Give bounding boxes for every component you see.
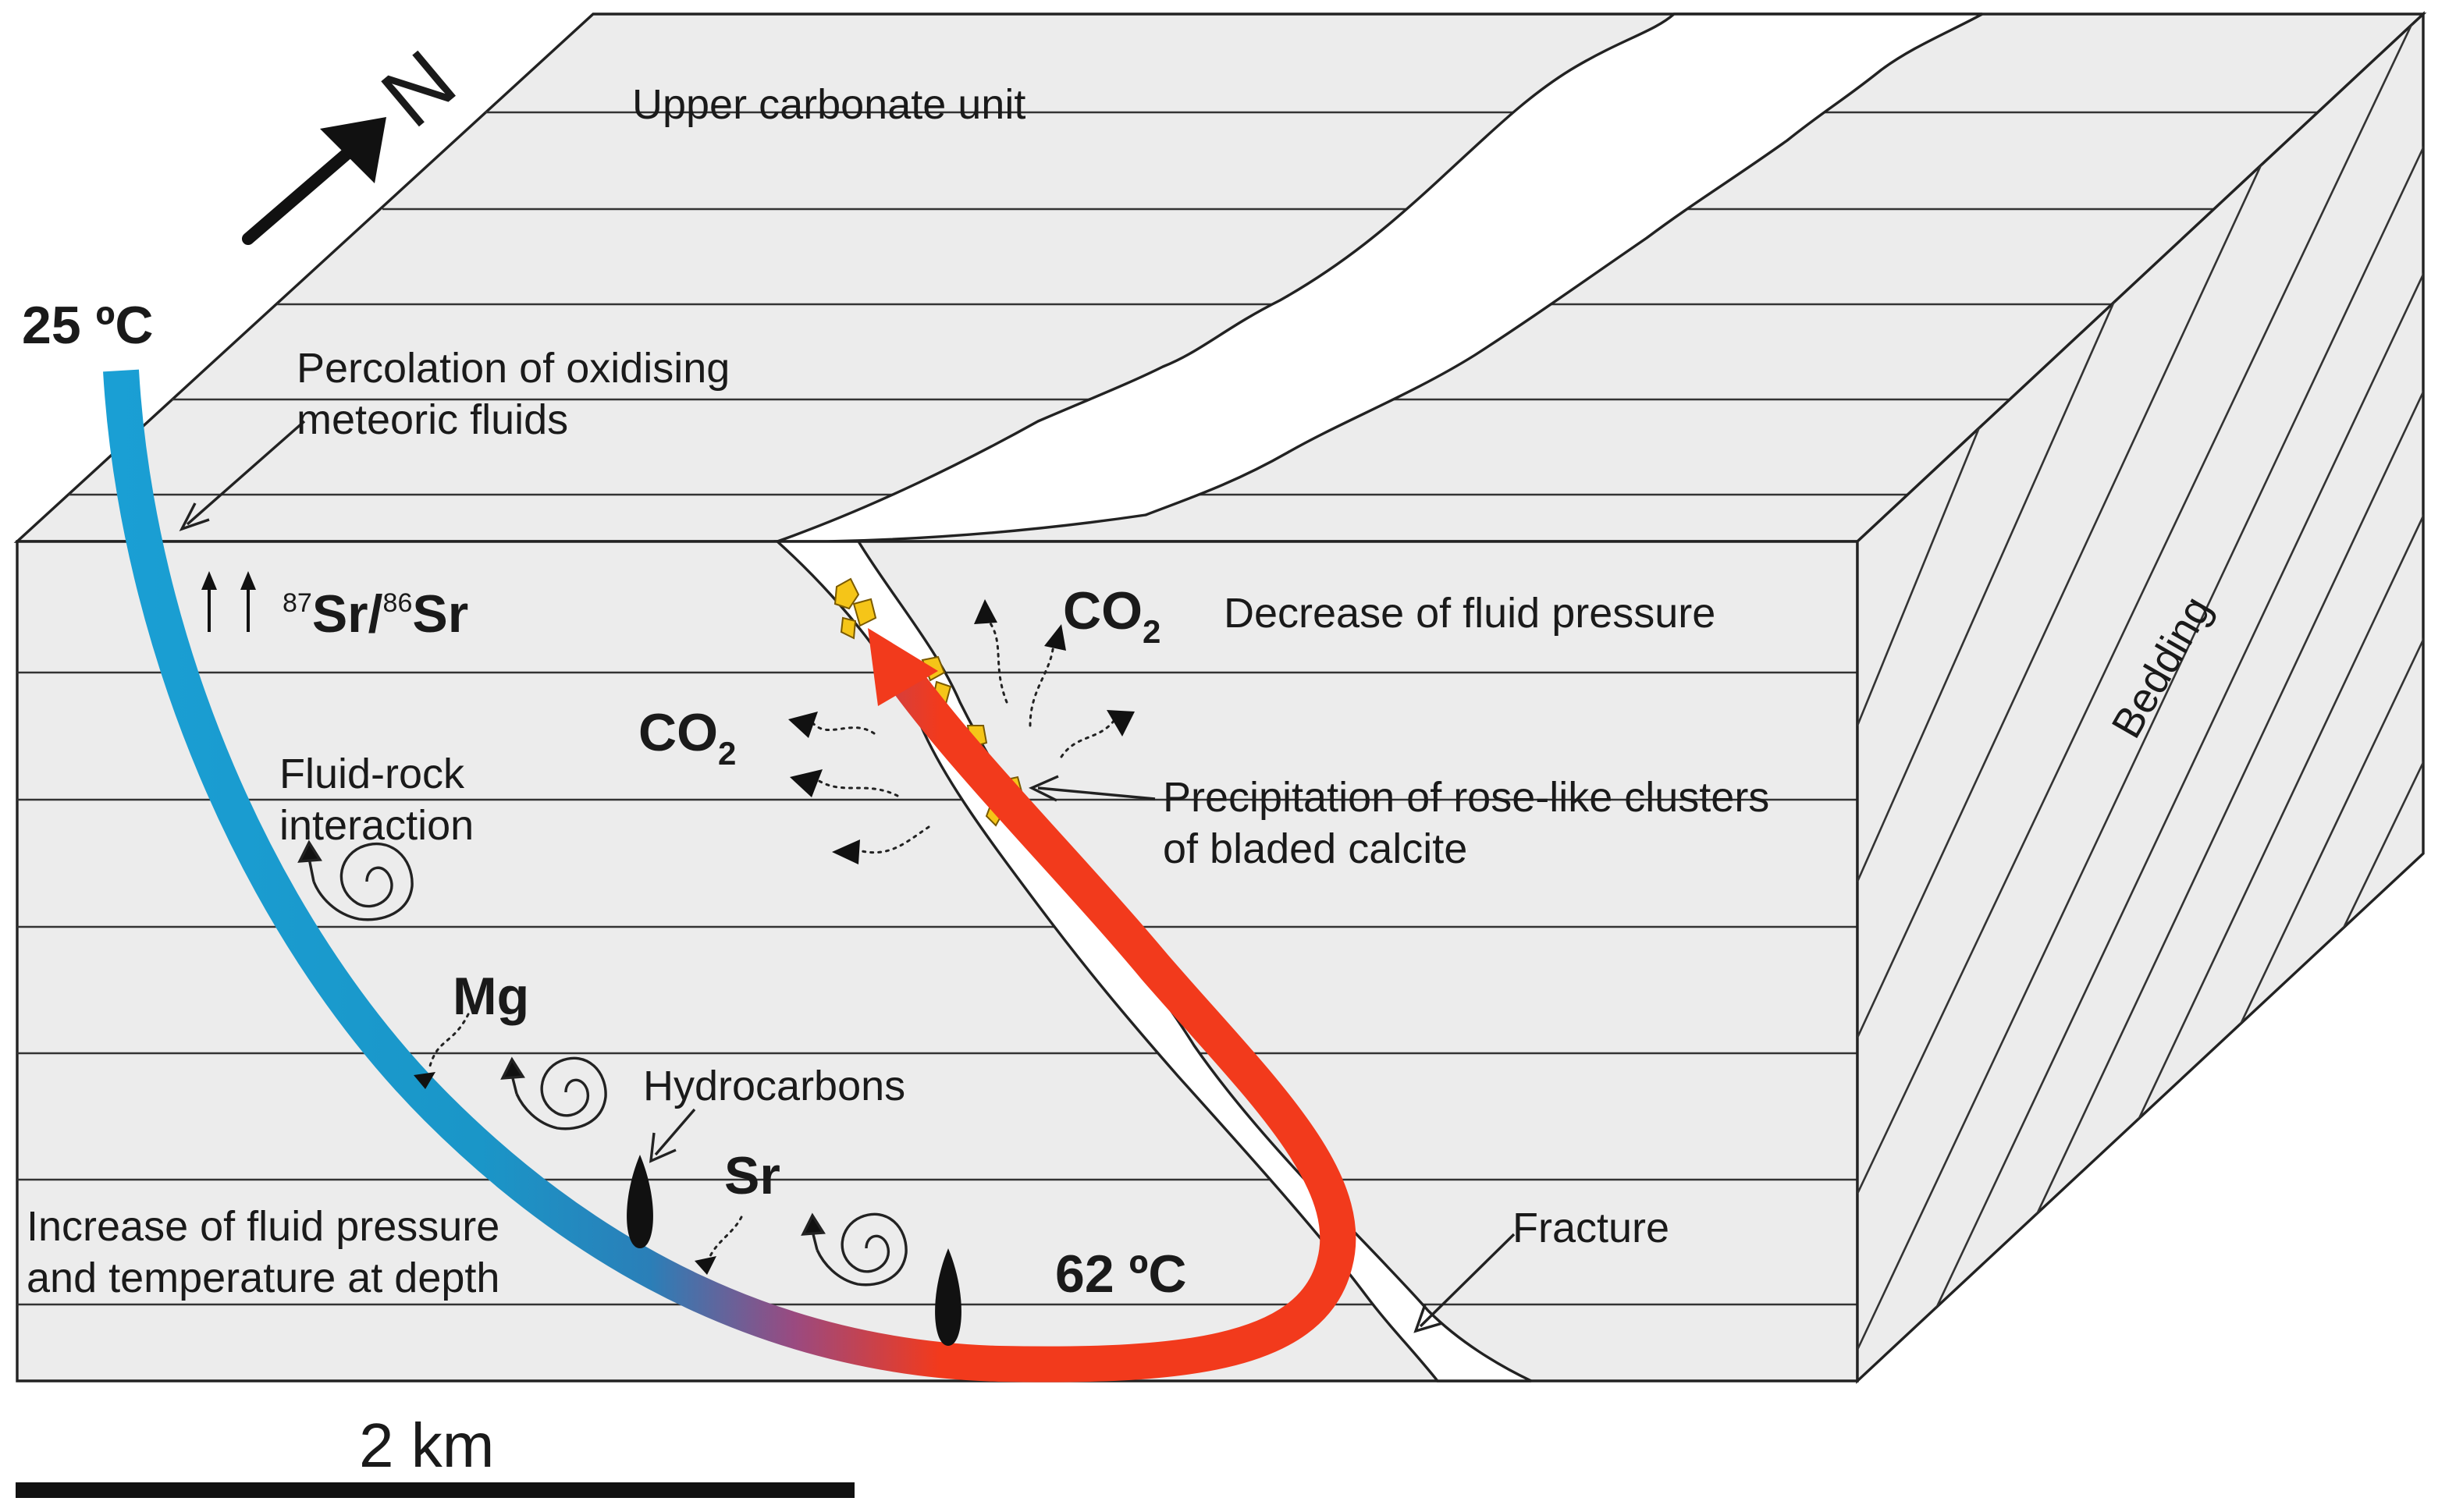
fluid-rock-label-line1: Fluid-rock	[279, 751, 465, 797]
fracture-pointer	[1419, 1233, 1516, 1328]
hydrocarbon-pointer-head	[649, 1132, 677, 1163]
block-side-face	[1856, 11, 2425, 1384]
hydrocarbon-pointer	[654, 1108, 696, 1156]
decrease-pressure-label: Decrease of fluid pressure	[1224, 590, 1715, 637]
fracture-pointer-head	[1413, 1304, 1443, 1333]
front-face-bedding-lines	[17, 671, 1857, 1306]
increase-label-line1: Increase of fluid pressure	[27, 1203, 499, 1250]
percolation-pointer	[186, 420, 306, 526]
sr-isotope-label: 87Sr/86Sr	[283, 584, 468, 644]
fluid-arrowhead	[868, 628, 938, 706]
precipitation-label-line2: of bladed calcite	[1163, 825, 1467, 872]
co2-escape-arrows	[788, 599, 1135, 864]
sr-label: Sr	[724, 1146, 780, 1205]
fracture-label: Fracture	[1512, 1205, 1669, 1251]
sr-increase-arrows	[201, 571, 256, 632]
co2-label-upper: CO2	[1063, 581, 1160, 650]
spiral-icon-1	[297, 839, 414, 921]
co2-label-lower: CO2	[638, 703, 736, 772]
fluid-rock-label-line2: interaction	[279, 802, 474, 849]
percolation-label-line1: Percolation of oxidising	[297, 345, 730, 392]
upper-unit-label: Upper carbonate unit	[632, 81, 1025, 128]
precipitation-pointer-head	[1029, 775, 1059, 802]
surface-temperature-label: 25 ºC	[22, 296, 153, 355]
hydrocarbon-drop-2	[935, 1248, 961, 1346]
mg-label: Mg	[453, 967, 529, 1026]
sr-pointer	[695, 1216, 743, 1275]
block-front-face	[16, 540, 1859, 1382]
fluid-pathway	[103, 369, 1356, 1382]
mg-pointer	[414, 1013, 470, 1089]
percolation-label-line2: meteoric fluids	[297, 396, 568, 443]
scale-bar	[16, 1482, 855, 1498]
hydrocarbon-drop-1	[627, 1155, 653, 1248]
fracture-top-band	[777, 12, 1983, 543]
hydrocarbons-label: Hydrocarbons	[643, 1063, 905, 1109]
percolation-pointer-head	[179, 502, 210, 531]
spiral-icon-2	[500, 1056, 607, 1130]
precipitation-label-line1: Precipitation of rose-like clusters	[1163, 774, 1769, 821]
spiral-icon-3	[801, 1212, 908, 1287]
precipitation-pointer	[1037, 786, 1156, 800]
increase-label-line2: and temperature at depth	[27, 1255, 499, 1301]
depth-temperature-label: 62 ºC	[1055, 1244, 1186, 1304]
scale-label: 2 km	[359, 1411, 494, 1480]
